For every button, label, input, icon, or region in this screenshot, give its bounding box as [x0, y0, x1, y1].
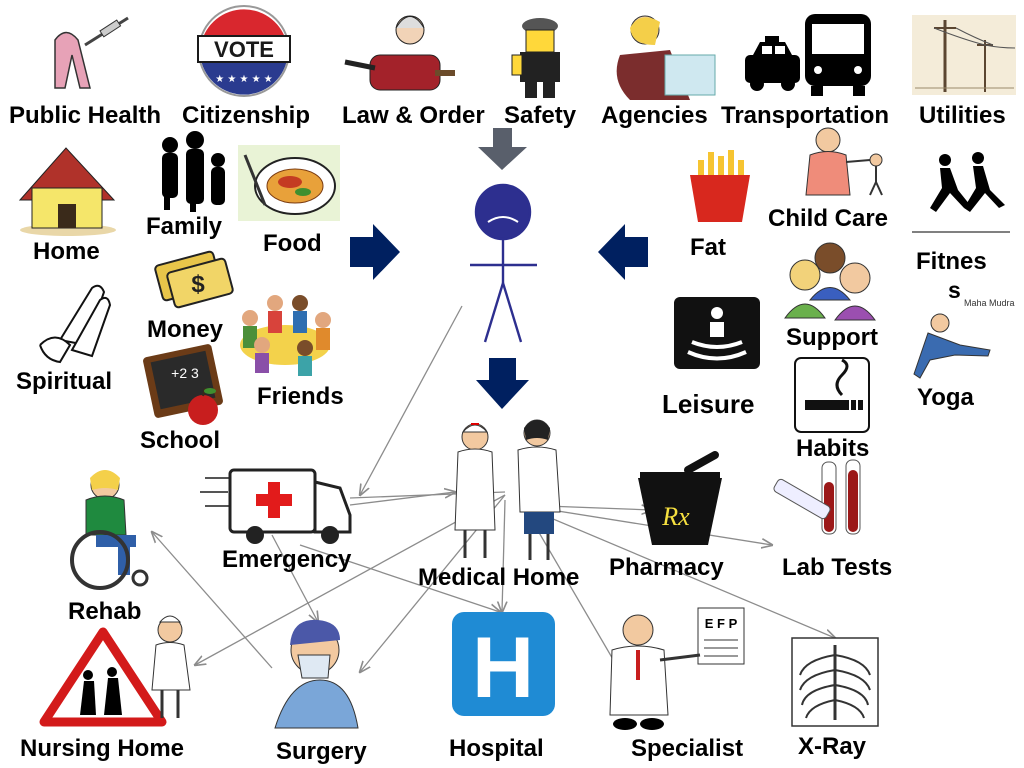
pharmacy-mortar-icon: Rx — [638, 451, 722, 545]
child-care-icon — [805, 127, 883, 196]
label-pharmacy: Pharmacy — [609, 554, 724, 581]
french-fries-icon — [690, 150, 750, 222]
label-food: Food — [263, 230, 322, 257]
elderly-warning-sign-icon — [39, 627, 167, 727]
label-money: Money — [147, 316, 224, 343]
label-spiritual: Spiritual — [16, 368, 113, 395]
person-stick-figure-icon — [470, 183, 537, 343]
hospital-letter: H — [472, 620, 534, 716]
label-yoga: Yoga — [917, 384, 974, 411]
yoga-pose-icon: Maha Mudra — [912, 292, 1015, 384]
slate-text: +2 3 — [171, 365, 199, 381]
family-silhouette-icon — [162, 131, 225, 212]
vote-badge-icon: VOTE ★ ★ ★ ★ ★ — [197, 5, 291, 97]
support-group-icon — [784, 242, 876, 321]
label-fitness-wrap: s — [948, 277, 961, 303]
label-school: School — [140, 427, 221, 454]
leisure-spa-icon — [674, 297, 760, 369]
connector-medical-to-hospital — [502, 499, 505, 612]
label-habits: Habits — [796, 435, 870, 462]
label-friends: Friends — [257, 383, 344, 410]
label-child-care: Child Care — [768, 205, 889, 232]
connector-medical-to-xray — [519, 504, 835, 638]
friends-group-icon — [240, 295, 331, 376]
school-slate-icon: +2 3 — [143, 344, 223, 425]
nurse-icon — [151, 615, 191, 718]
smoking-habit-icon — [794, 357, 870, 433]
surgeon-icon — [274, 619, 359, 729]
power-lines-icon — [912, 15, 1016, 95]
label-citizenship: Citizenship — [182, 102, 311, 129]
label-family: Family — [146, 213, 223, 240]
label-utilities: Utilities — [919, 102, 1006, 129]
label-medical-home: Medical Home — [418, 564, 580, 591]
taxi-icon — [745, 36, 800, 91]
label-public-health: Public Health — [9, 102, 162, 129]
label-emergency: Emergency — [222, 546, 352, 573]
arrow-down-blue-icon — [476, 358, 529, 409]
connector-medical-to-nursing — [195, 494, 506, 665]
connector-emergency-to-surgery — [271, 534, 318, 622]
house-icon — [18, 147, 116, 236]
public-health-icon — [54, 16, 129, 89]
firefighter-icon — [511, 18, 560, 98]
xray-ribcage-icon — [791, 637, 879, 727]
connector-medical-to-lab — [519, 504, 772, 545]
eye-chart-text: E F P — [705, 616, 738, 631]
label-leisure: Leisure — [662, 389, 755, 419]
vote-badge-text: VOTE — [214, 37, 274, 62]
label-support: Support — [786, 324, 878, 351]
connector-emergency-to-hospital — [299, 544, 500, 612]
label-surgery: Surgery — [276, 738, 367, 765]
label-specialist: Specialist — [631, 735, 744, 762]
label-fitness: Fitnes — [916, 248, 987, 275]
food-plate-icon — [238, 145, 340, 221]
label-law-order: Law & Order — [342, 102, 485, 129]
money-symbol: $ — [191, 271, 205, 298]
runners-icon — [912, 152, 1010, 233]
arrow-right-blue-icon — [350, 224, 400, 280]
label-rehab: Rehab — [68, 598, 142, 625]
agency-worker-icon — [616, 15, 716, 100]
label-lab-tests: Lab Tests — [782, 554, 893, 581]
arrow-down-gray-icon — [478, 128, 527, 170]
connector-surgery-to-rehab — [152, 532, 273, 669]
arrow-left-blue-icon — [598, 224, 648, 280]
bus-icon — [805, 14, 871, 96]
money-icon: $ — [154, 250, 234, 309]
label-xray: X-Ray — [798, 733, 867, 760]
label-hospital: Hospital — [449, 735, 544, 762]
label-home: Home — [33, 238, 100, 265]
ambulance-icon — [200, 468, 352, 544]
wheelchair-icon — [70, 470, 149, 590]
rx-text: Rx — [661, 502, 690, 531]
medical-staff-icon — [454, 419, 561, 560]
judge-icon — [344, 15, 455, 91]
label-safety: Safety — [504, 102, 577, 129]
svg-text:★ ★ ★ ★ ★: ★ ★ ★ ★ ★ — [215, 74, 273, 85]
lab-tubes-icon — [773, 459, 861, 535]
label-fat: Fat — [690, 234, 726, 261]
specialist-doctor-icon: E F P — [609, 607, 745, 730]
praying-hands-icon — [39, 284, 112, 364]
connector-person-to-emergency — [360, 305, 463, 495]
label-agencies: Agencies — [601, 102, 708, 129]
yoga-caption: Maha Mudra — [964, 298, 1015, 308]
hospital-sign-icon: H — [452, 612, 555, 716]
label-nursing-home: Nursing Home — [20, 735, 185, 762]
label-transportation: Transportation — [721, 102, 890, 129]
